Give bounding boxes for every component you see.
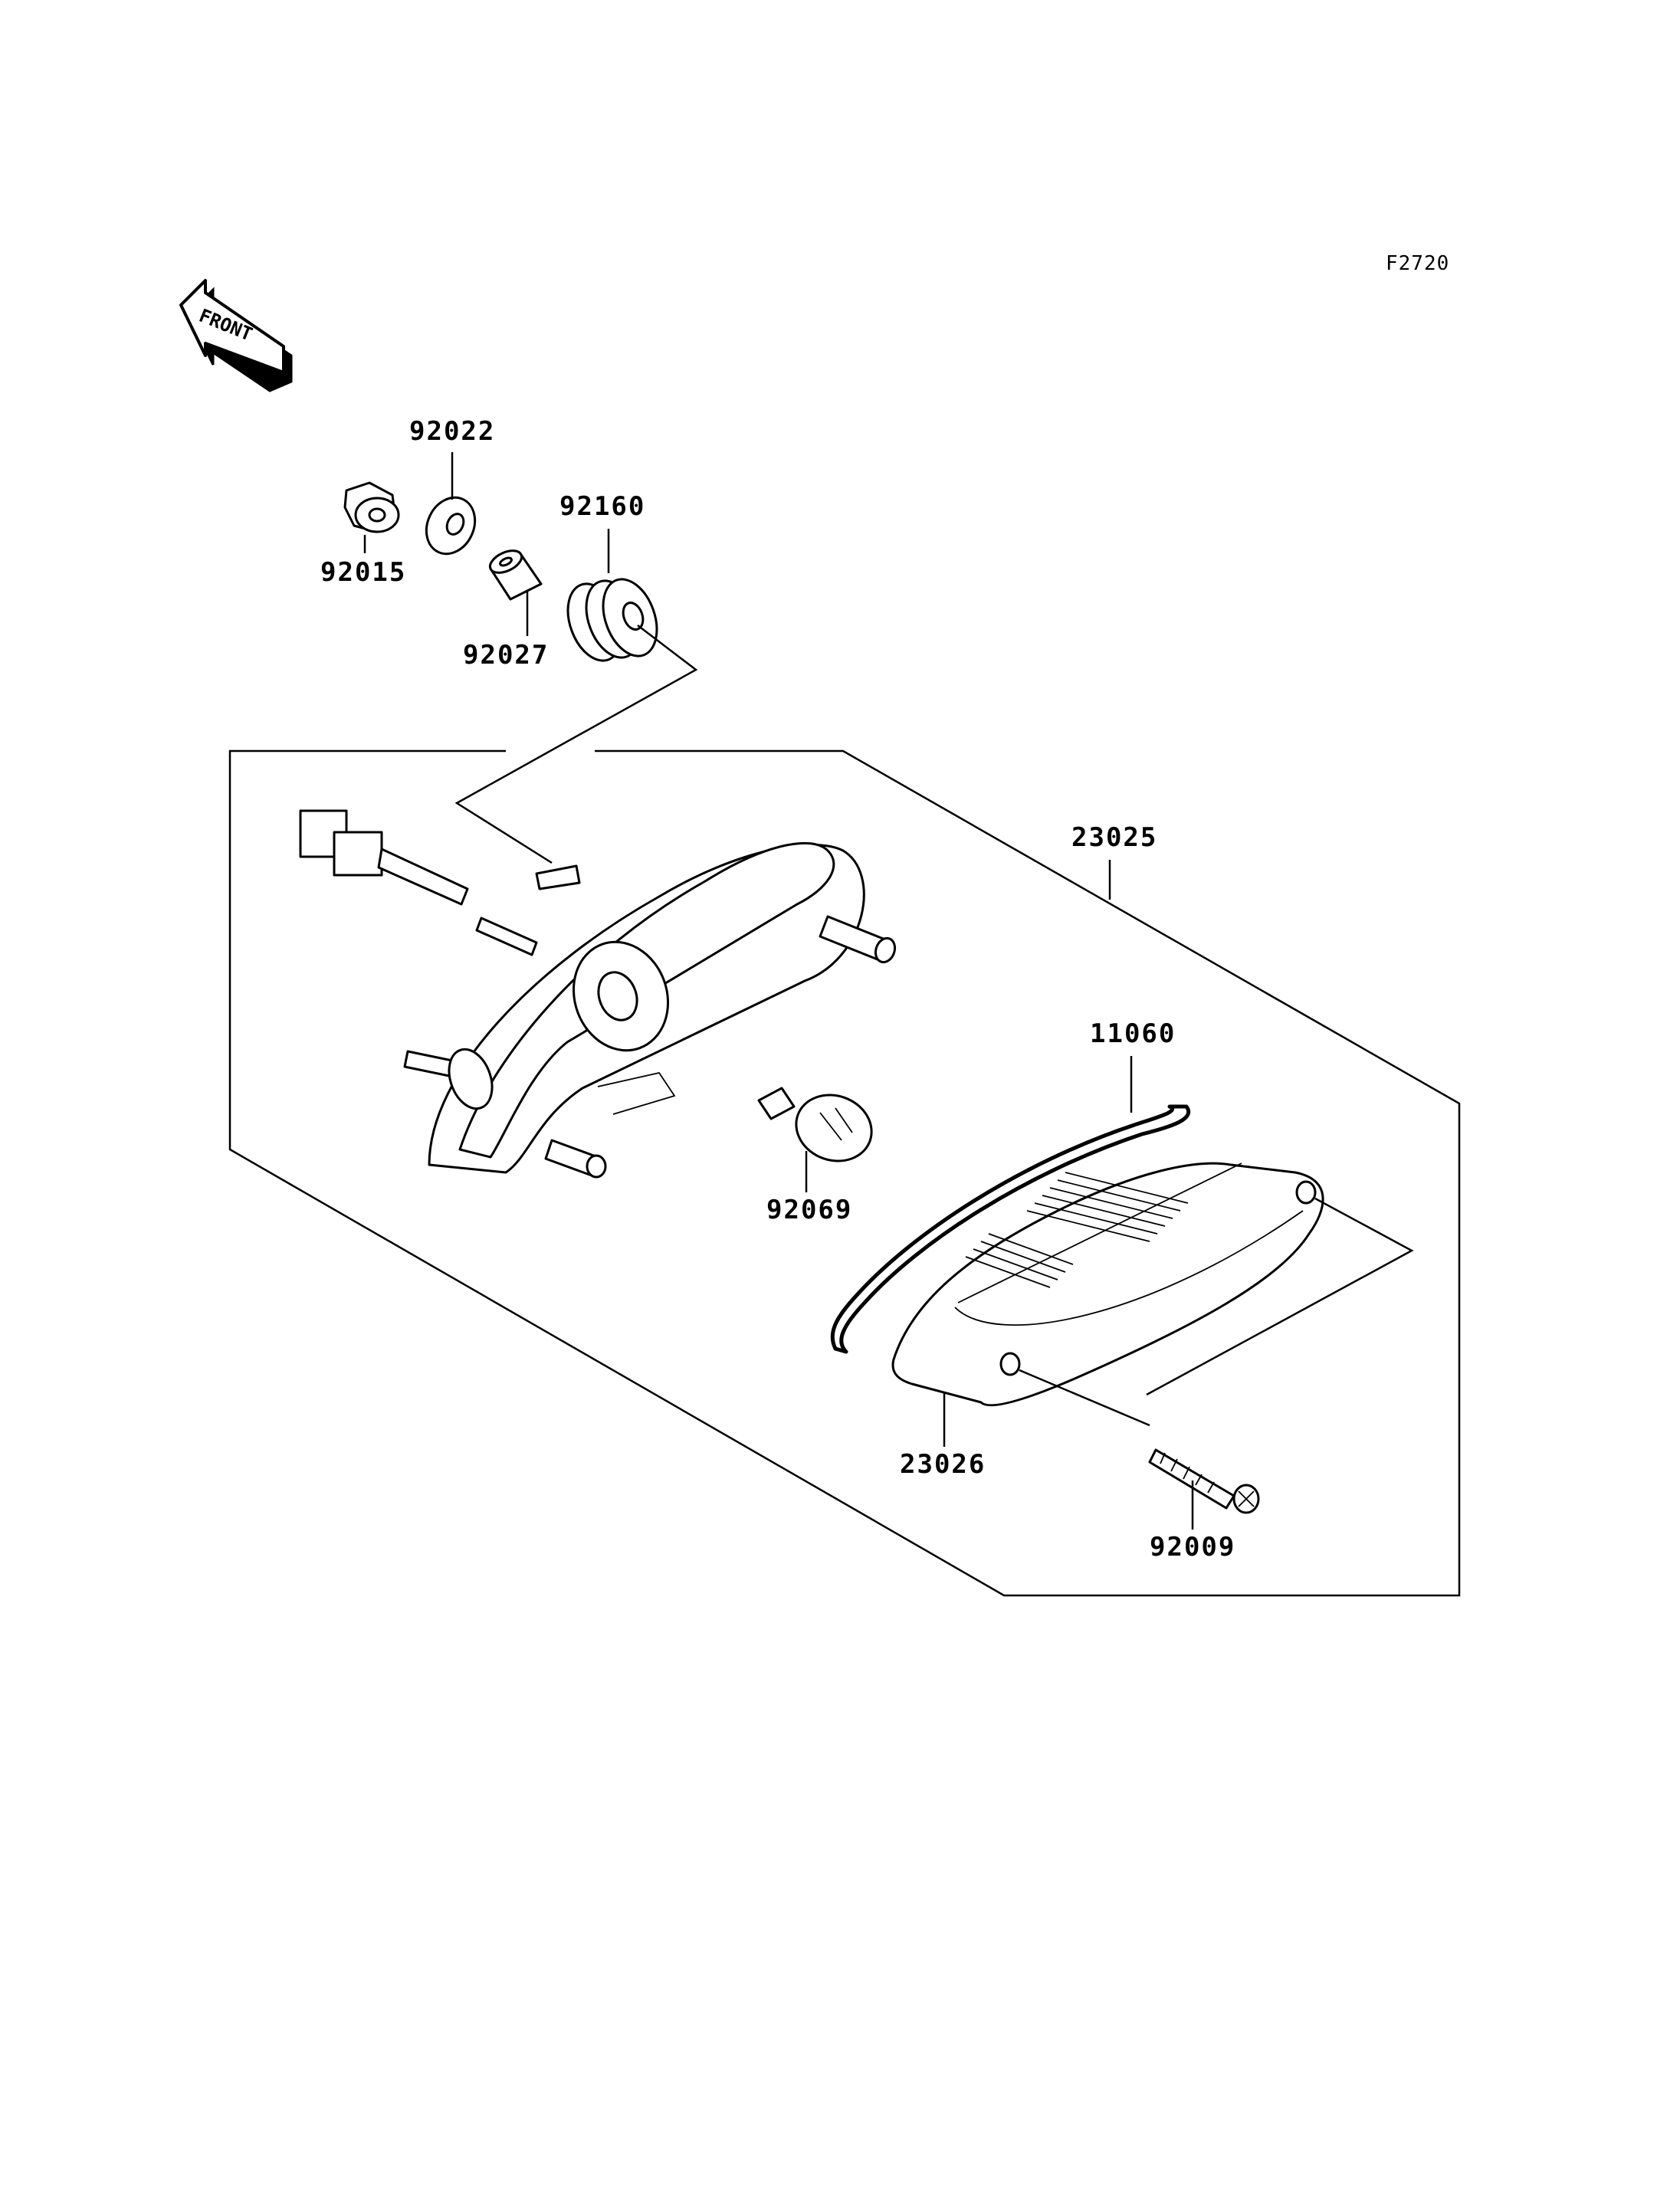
- screw-part: [1019, 1369, 1260, 1530]
- gasket-part: [830, 1056, 1190, 1354]
- part-number-92069: 92069: [766, 1195, 852, 1225]
- lens-hatching: [965, 1172, 1189, 1288]
- part-number-92027: 92027: [463, 640, 549, 671]
- diagram-reference-code: F2720: [1386, 252, 1449, 275]
- part-number-23026: 23026: [900, 1449, 986, 1480]
- part-number-92009: 92009: [1150, 1532, 1235, 1562]
- part-number-92160: 92160: [559, 491, 645, 522]
- nut-part: [343, 481, 400, 553]
- bulb-part: [757, 1087, 873, 1192]
- collar-part: [488, 549, 543, 636]
- grommet-part: [454, 529, 698, 864]
- part-number-92015: 92015: [320, 557, 406, 588]
- part-number-92022: 92022: [409, 416, 495, 447]
- assembly-outline: [228, 749, 1461, 1597]
- part-number-23025: 23025: [1071, 822, 1157, 853]
- washer-part: [425, 452, 477, 556]
- part-number-11060: 11060: [1090, 1018, 1176, 1049]
- lamp-housing-part: [299, 809, 897, 1179]
- lens-part: [891, 1162, 1414, 1447]
- front-arrow-icon: FRONT: [179, 279, 293, 392]
